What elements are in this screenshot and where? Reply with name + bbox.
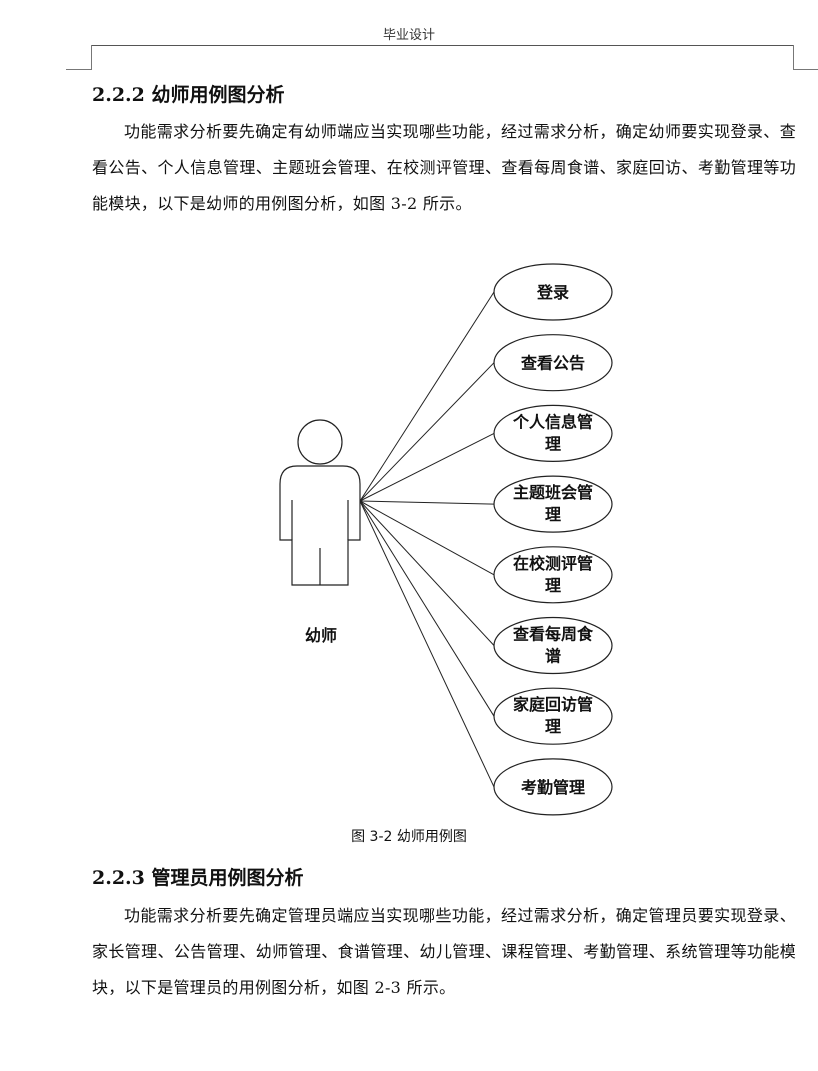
association-line <box>359 432 495 502</box>
association-line <box>359 500 495 788</box>
use-case-ellipse <box>493 758 613 816</box>
use-case-label: 理 <box>545 505 561 524</box>
use-case-label: 考勤管理 <box>521 778 585 797</box>
actor-figure <box>279 419 361 586</box>
actor-head <box>297 419 343 465</box>
page-header-title: 毕业设计 <box>382 28 435 43</box>
section-heading-teacher: 2.2.2 幼师用例图分析 <box>92 84 285 106</box>
use-case-ellipse <box>493 546 613 604</box>
association-line <box>359 500 495 505</box>
use-case-label: 理 <box>545 434 561 453</box>
header-rule <box>92 45 793 46</box>
figure-caption: 图 3-2 幼师用例图 <box>351 829 467 845</box>
use-case-label: 登录 <box>536 283 569 302</box>
use-case: 查看每周食谱 <box>493 616 613 675</box>
margin-corner-right <box>793 45 818 70</box>
use-case: 在校测评管理 <box>493 546 613 604</box>
use-case-label: 理 <box>545 576 561 595</box>
use-case-label: 家庭回访管 <box>513 695 593 714</box>
use-case: 个人信息管理 <box>493 404 613 462</box>
use-case-ellipse <box>493 263 613 321</box>
use-case-label: 谱 <box>545 647 561 666</box>
actor-label: 幼师 <box>305 626 337 645</box>
margin-corner-left <box>66 45 92 70</box>
association-lines <box>359 291 495 788</box>
use-case-label: 查看公告 <box>521 354 585 373</box>
association-line <box>359 500 495 717</box>
use-case-ellipse <box>493 475 613 533</box>
use-case-label: 理 <box>545 717 561 736</box>
use-case-label: 在校测评管 <box>513 554 593 573</box>
section-heading-admin: 2.2.3 管理员用例图分析 <box>92 867 304 889</box>
use-case-ellipse <box>493 616 613 675</box>
use-case: 主题班会管理 <box>493 475 613 533</box>
association-line <box>359 362 495 502</box>
use-case-label: 查看每周食 <box>513 625 594 644</box>
actor-body <box>279 465 361 586</box>
use-case-ellipse <box>493 404 613 462</box>
association-line <box>359 500 495 646</box>
use-case-ellipse <box>493 687 613 745</box>
use-case: 考勤管理 <box>493 758 613 816</box>
association-line <box>359 500 495 576</box>
use-case-label: 个人信息管 <box>512 412 593 431</box>
section-paragraph-admin: 功能需求分析要先确定管理员端应当实现哪些功能，经过需求分析，确定管理员要实现登录… <box>92 906 796 997</box>
use-case: 查看公告 <box>493 334 613 392</box>
use-case-ellipse <box>493 334 613 392</box>
section-paragraph-teacher: 功能需求分析要先确定有幼师端应当实现哪些功能，经过需求分析，确定幼师要实现登录、… <box>92 122 796 213</box>
use-case: 登录 <box>493 263 613 321</box>
association-line <box>359 291 495 502</box>
use-case-label: 主题班会管 <box>513 483 593 502</box>
